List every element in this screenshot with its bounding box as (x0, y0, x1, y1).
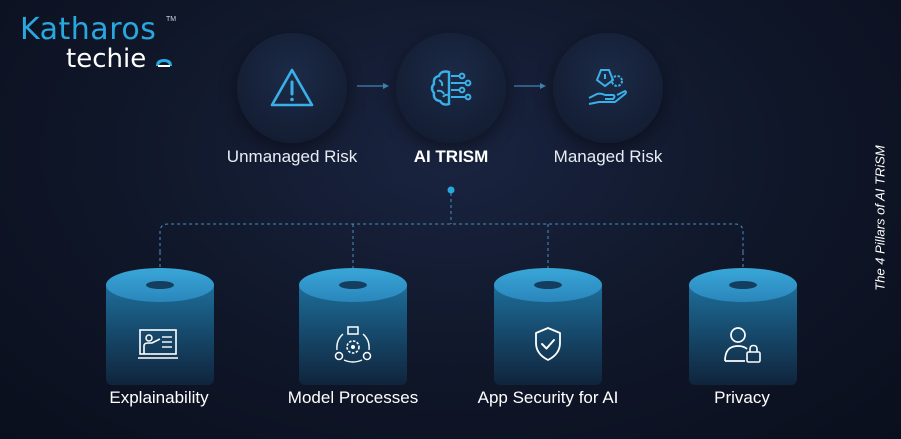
model-processes-label: Model Processes (287, 388, 419, 407)
logo-cloud-icon (156, 59, 172, 67)
managed-risk-label: Managed Risk (553, 147, 663, 166)
shield-check-icon (535, 327, 561, 361)
logo-trademark: TM (166, 16, 177, 23)
pillar-hole (534, 281, 562, 289)
unmanaged-risk-label: Unmanaged Risk (226, 147, 358, 166)
user-lock-icon (724, 327, 761, 363)
explainability-label: Explainability (109, 388, 209, 407)
tree-root-dot (447, 186, 455, 194)
ai-trism-label: AI TRISM (413, 147, 489, 166)
app-security-label: App Security for AI (477, 388, 619, 407)
arrow-head-1 (383, 83, 389, 89)
logo-sub: techie (66, 44, 147, 74)
side-title: The 4 Pillars of AI TRiSM (872, 145, 888, 291)
ai-trism-circle (396, 33, 506, 143)
hand-shield-gear-icon (588, 69, 627, 105)
brain-circuit-icon (430, 70, 472, 106)
pillar-hole (729, 281, 757, 289)
pillar-hole (339, 281, 367, 289)
process-cycle-icon (334, 326, 372, 363)
presentation-board-icon (138, 329, 178, 359)
logo-brand: Katharos (20, 12, 157, 47)
pillar-hole (146, 281, 174, 289)
arrow-head-2 (540, 83, 546, 89)
unmanaged-risk-circle (237, 33, 347, 143)
privacy-label: Privacy (714, 388, 770, 407)
warning-triangle-icon (270, 68, 314, 107)
managed-risk-circle (553, 33, 663, 143)
